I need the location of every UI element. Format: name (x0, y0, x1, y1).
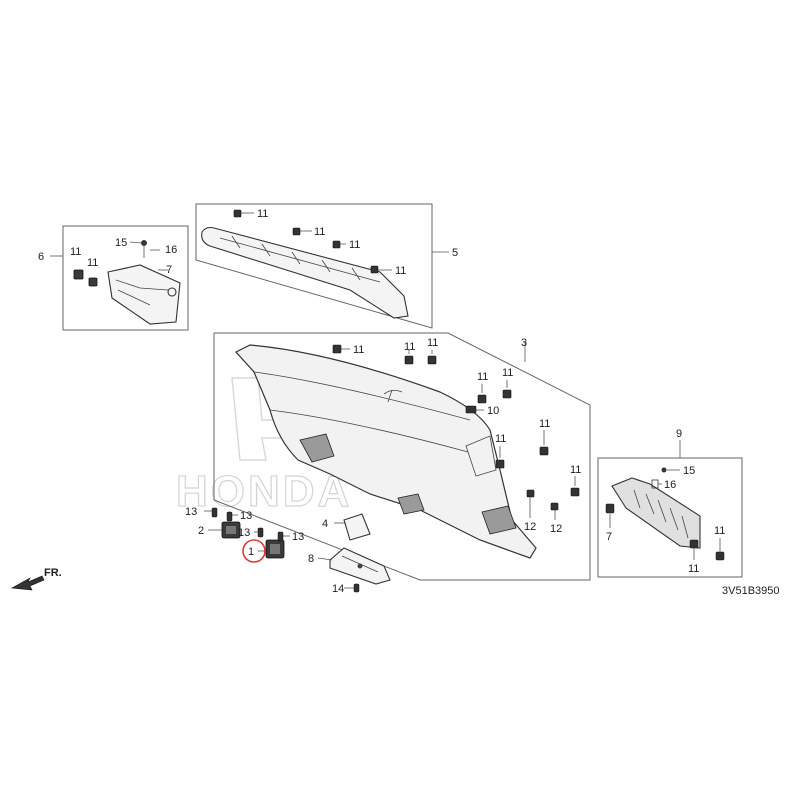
callout-11-h: 11 (404, 341, 415, 353)
clip-3b-icon (404, 355, 414, 365)
callout-11-b: 11 (87, 257, 98, 269)
callout-2: 2 (198, 525, 204, 537)
clip-3k-icon (550, 502, 559, 511)
clip-6a-icon (73, 269, 84, 280)
clip-9a-icon (689, 539, 699, 549)
callout-14: 14 (332, 583, 344, 595)
assembly-frame-6 (62, 225, 189, 331)
callout-1: 1 (248, 546, 254, 558)
part-3-tailgate-lining[interactable] (235, 344, 537, 559)
callout-11-a: 11 (70, 246, 81, 258)
callout-11-g: 11 (353, 344, 364, 356)
callout-7-left: 7 (166, 264, 172, 276)
front-direction-arrow-icon: FR. (11, 567, 62, 591)
clip-3j-icon (526, 489, 535, 498)
screw-13c-icon (257, 527, 264, 538)
callout-16-right: 16 (664, 479, 676, 491)
callout-16-left: 16 (165, 244, 177, 256)
part-9-right-trim[interactable] (611, 477, 701, 549)
callout-11-i: 11 (427, 337, 438, 349)
clip-3e-icon (477, 394, 487, 404)
clip-6b-icon (88, 277, 98, 287)
part-6-left-trim[interactable] (107, 264, 181, 325)
callout-5: 5 (452, 247, 458, 259)
callout-11-c: 11 (257, 208, 268, 220)
callout-8: 8 (308, 553, 314, 565)
callout-13-a: 13 (185, 506, 197, 518)
callout-12-b: 12 (550, 523, 562, 535)
callout-15-right: 15 (683, 465, 695, 477)
clip-7-right-icon (605, 503, 615, 514)
part-5-upper-trim[interactable] (201, 226, 409, 319)
assembly-frame-5 (195, 203, 433, 329)
callout-15-left: 15 (115, 237, 127, 249)
clip-3a-icon (332, 344, 342, 354)
callout-4: 4 (322, 518, 328, 530)
clip-3g-icon (495, 459, 505, 469)
clip-3c-icon (427, 355, 437, 365)
clip-5c-icon (332, 240, 341, 249)
clip-3h-icon (539, 446, 549, 456)
callout-10: 10 (487, 405, 499, 417)
callout-11-e: 11 (349, 239, 360, 251)
screw-13b-icon (226, 511, 233, 522)
callout-13-b: 13 (240, 510, 252, 522)
assembly-frame-9 (597, 457, 743, 578)
part-2-switch[interactable] (221, 521, 241, 539)
callout-13-c: 13 (238, 527, 250, 539)
screw-15-right-icon (661, 467, 667, 473)
screw-13d-icon (277, 531, 284, 542)
callout-11-j: 11 (502, 367, 513, 379)
callout-11-k: 11 (477, 371, 488, 383)
callout-11-f: 11 (395, 265, 406, 277)
callout-7-right: 7 (606, 531, 612, 543)
callout-11-d: 11 (314, 226, 325, 238)
screw-13a-icon (211, 507, 218, 518)
callout-3: 3 (521, 337, 527, 349)
diagram-code: 3V51B3950 (722, 585, 780, 597)
part-4-cover[interactable] (343, 513, 371, 541)
screw-14-icon (353, 583, 360, 593)
clip-9b-icon (715, 551, 725, 561)
callout-9: 9 (676, 428, 682, 440)
clip-3i-icon (570, 487, 580, 497)
part-1-switch[interactable] (265, 539, 285, 559)
callout-11-n: 11 (570, 464, 581, 476)
fr-label: FR. (44, 567, 62, 579)
callout-6: 6 (38, 251, 44, 263)
honda-watermark: HONDA (175, 377, 353, 517)
clip-3d-icon (502, 389, 512, 399)
callout-11-m: 11 (539, 418, 550, 430)
clip-3f-icon (465, 405, 477, 414)
callout-11-p: 11 (688, 563, 699, 575)
assembly-frame-3 (213, 332, 591, 581)
callout-11-l: 11 (495, 433, 506, 445)
clip-5a-icon (233, 209, 242, 218)
callout-13-d: 13 (292, 531, 304, 543)
callout-12-a: 12 (524, 521, 536, 533)
part-8-handle-trim[interactable] (329, 547, 391, 585)
callout-11-o: 11 (714, 525, 725, 537)
callout-labels: 6 11 11 15 16 7 11 11 11 11 5 11 11 11 3… (38, 208, 780, 597)
screw-15-left-icon (141, 240, 147, 246)
watermark-text: HONDA (176, 467, 352, 516)
clip-5d-icon (370, 265, 379, 274)
clip-5b-icon (292, 227, 301, 236)
